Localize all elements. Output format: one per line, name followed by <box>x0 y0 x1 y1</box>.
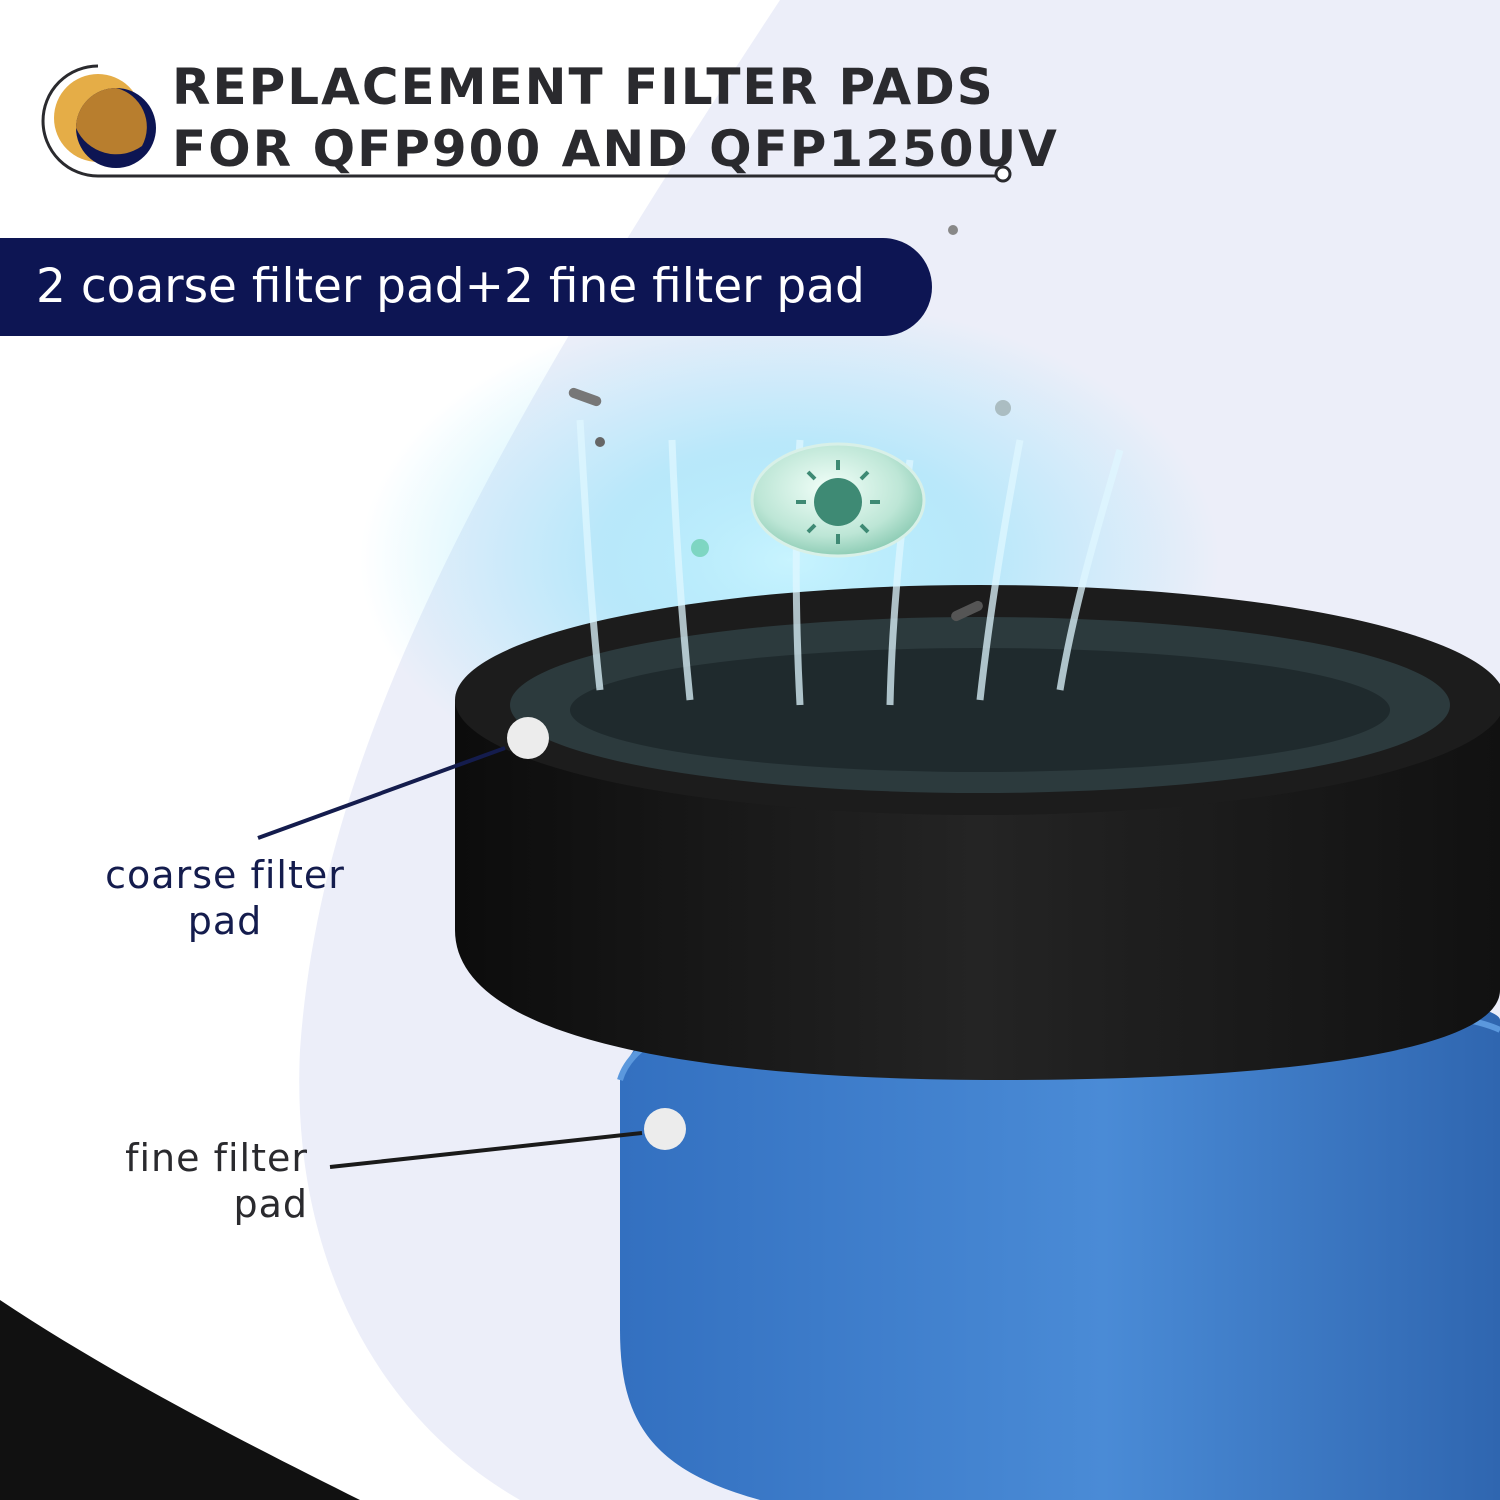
virus-bubble-icon <box>750 442 926 558</box>
corner-shadow <box>0 1300 360 1500</box>
fine-label-line-1: fine filter <box>125 1136 308 1180</box>
callout-fine <box>329 1108 686 1169</box>
quantity-banner: 2 coarse filter pad+2 fine filter pad <box>0 238 932 336</box>
callout-coarse <box>257 717 549 840</box>
title-badge-icon <box>41 64 1012 183</box>
title-line-2: FOR QFP900 AND QFP1250UV <box>172 120 1059 178</box>
fine-filter-label: fine filter pad <box>60 1135 308 1227</box>
fine-label-line-2: pad <box>233 1182 308 1226</box>
coarse-filter-pad <box>455 585 1500 1080</box>
quantity-banner-text: 2 coarse filter pad+2 fine filter pad <box>36 259 865 314</box>
coarse-label-line-1: coarse filter <box>105 853 345 897</box>
title-line-1: REPLACEMENT FILTER PADS <box>172 58 995 116</box>
page-title: REPLACEMENT FILTER PADS FOR QFP900 AND Q… <box>172 56 1059 180</box>
coarse-label-line-2: pad <box>187 899 263 943</box>
coarse-filter-label: coarse filter pad <box>94 852 356 944</box>
